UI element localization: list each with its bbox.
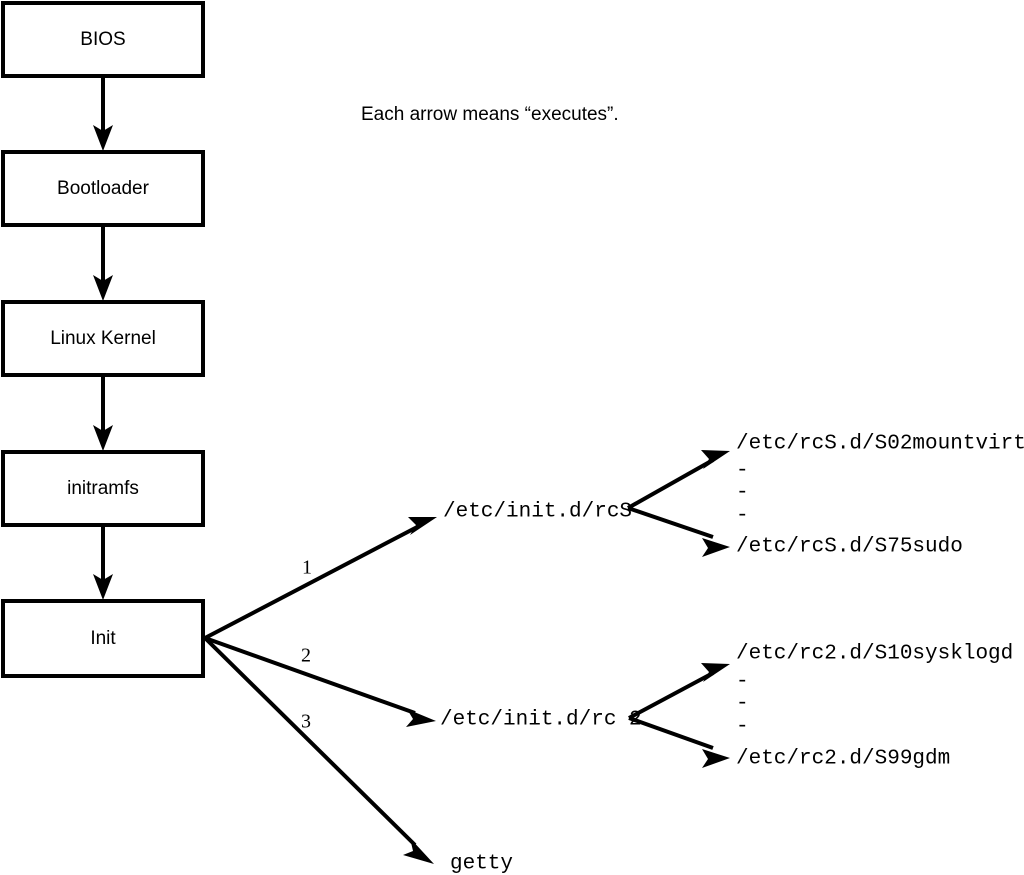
box-initramfs-label: initramfs: [67, 478, 139, 499]
box-bootloader: Bootloader: [1, 150, 205, 227]
box-initramfs-rect: [1, 450, 205, 527]
arrow-kernel-to-initramfs: [93, 375, 113, 451]
arrow-init-to-rcs: [204, 517, 437, 640]
arrow-rcs-to-first-script: [627, 450, 730, 510]
arrow-rcs-to-last-script: [627, 506, 730, 557]
rc2-ellipsis-dash-2: -: [736, 693, 749, 716]
box-linux-kernel-label: Linux Kernel: [50, 328, 156, 349]
box-bootloader-label: Bootloader: [57, 178, 150, 199]
edge-number-3: 3: [301, 711, 311, 733]
rcs-ellipsis-dash-2: -: [736, 482, 749, 505]
rc2-ellipsis-dash-3: -: [736, 716, 749, 739]
arrow-initramfs-to-init: [93, 525, 113, 600]
box-linux-kernel: Linux Kernel: [1, 300, 205, 377]
rcs-child-first-label: /etc/rcS.d/S02mountvirtfs: [736, 433, 1024, 456]
arrow-bootloader-to-kernel: [93, 225, 113, 301]
box-bios: BIOS: [1, 1, 205, 78]
edge-number-2: 2: [301, 645, 311, 667]
diagram-caption: Each arrow means “executes”.: [361, 104, 619, 125]
box-init-rect: [1, 599, 205, 678]
node-getty-label: getty: [450, 853, 513, 875]
edge-number-1: 1: [302, 557, 312, 579]
arrow-init-to-getty: [203, 636, 434, 864]
rcs-ellipsis-dash-1: -: [736, 460, 749, 483]
arrow-rc2-to-first-script: [628, 663, 730, 720]
box-bios-label: BIOS: [80, 29, 125, 50]
rc2-ellipsis-dash-1: -: [736, 671, 749, 694]
rcs-child-last-label: /etc/rcS.d/S75sudo: [736, 536, 963, 559]
box-initramfs: initramfs: [1, 450, 205, 527]
node-rcs-label: /etc/init.d/rcS: [443, 501, 632, 524]
arrow-rc2-to-last-script: [628, 716, 730, 768]
arrow-init-to-rc2: [204, 636, 436, 727]
rc2-child-last-label: /etc/rc2.d/S99gdm: [736, 748, 950, 771]
node-rc2-label: /etc/init.d/rc 2: [440, 709, 642, 732]
box-init: Init: [1, 599, 205, 678]
rc2-child-first-label: /etc/rc2.d/S10sysklogd: [736, 643, 1013, 666]
arrow-bios-to-bootloader: [93, 76, 113, 151]
box-bios-rect: [1, 1, 205, 78]
rcs-ellipsis-dash-3: -: [736, 505, 749, 528]
box-init-label: Init: [90, 628, 116, 649]
